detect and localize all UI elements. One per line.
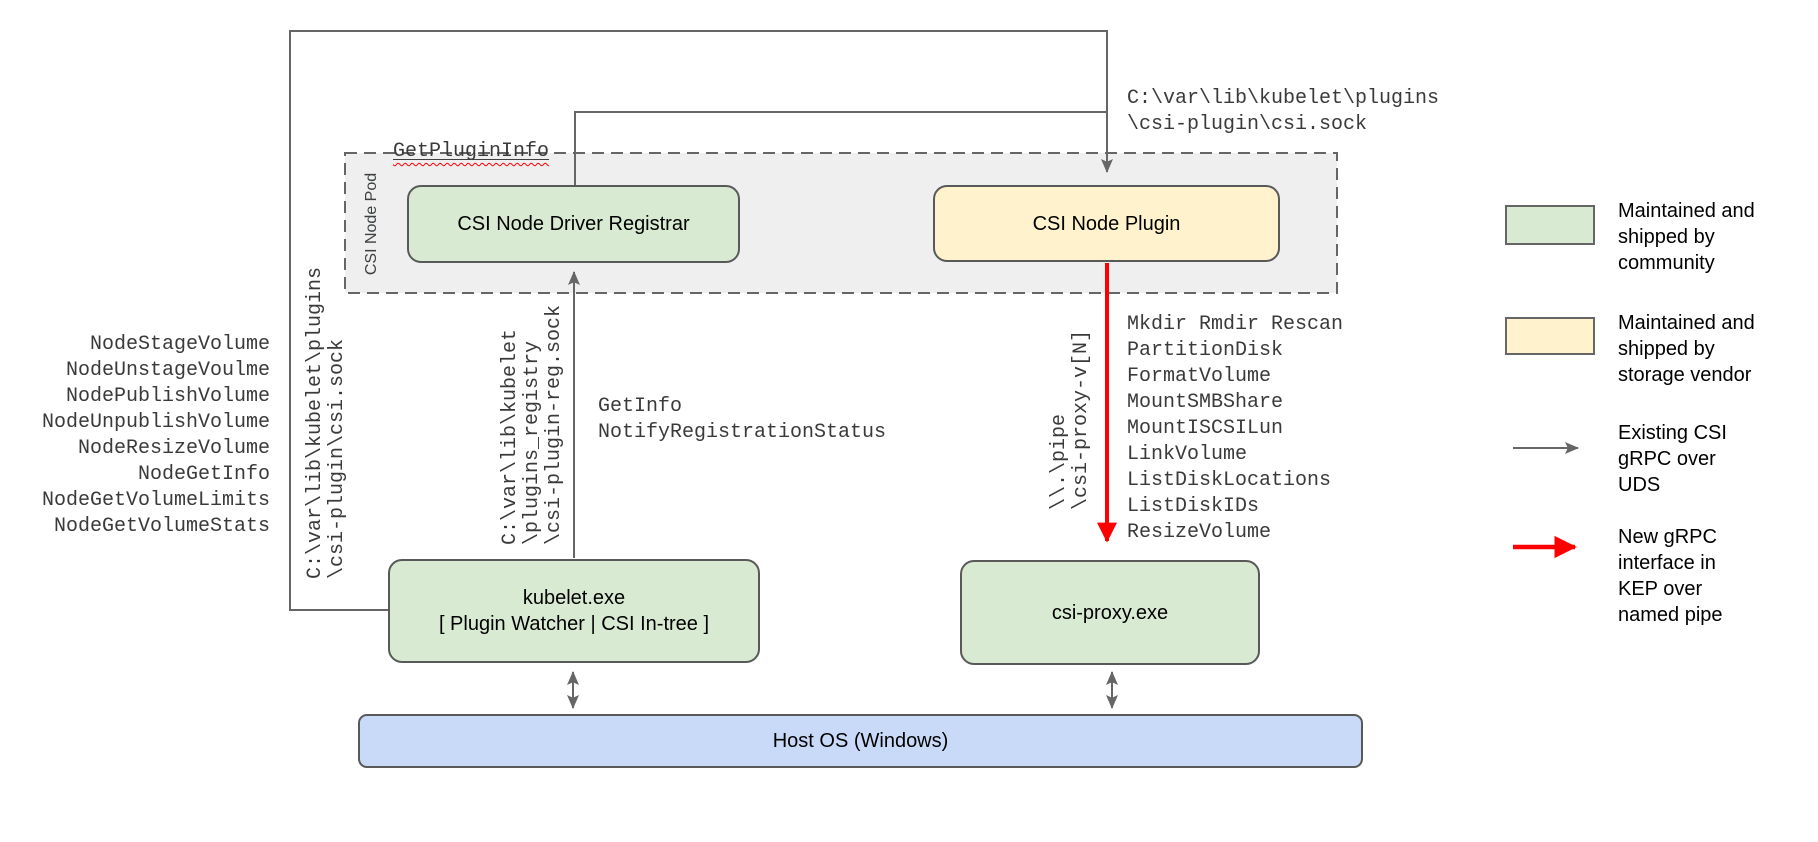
proxy-rpcs-list: Mkdir Rmdir Rescan PartitionDisk FormatV… [1127, 313, 1344, 544]
csi-sock-path-left-label: C:\var\lib\kubelet\plugins \csi-plugin\c… [304, 266, 349, 580]
legend-community-label: Maintained and shipped by community [1618, 200, 1755, 274]
csi-sock-path-top-label: C:\var\lib\kubelet\plugins \csi-plugin\c… [1127, 87, 1440, 136]
csi-proxy-box: csi-proxy.exe [960, 560, 1260, 665]
get-plugin-info-label: GetPluginInfo [393, 113, 549, 165]
csi-node-plugin-box: CSI Node Plugin [933, 185, 1280, 262]
registration-rpcs-label: GetInfo NotifyRegistrationStatus [598, 395, 887, 444]
legend-vendor-label: Maintained and shipped by storage vendor [1618, 312, 1755, 386]
node-rpcs-list: NodeStageVolume NodeUnstageVoulme NodePu… [41, 333, 270, 538]
host-os-box: Host OS (Windows) [358, 714, 1363, 768]
legend-uds-label: Existing CSI gRPC over UDS [1618, 422, 1727, 496]
csi-node-driver-registrar-box: CSI Node Driver Registrar [407, 185, 740, 263]
legend-named-pipe-label: New gRPC interface in KEP over named pip… [1618, 526, 1723, 626]
registration-sock-path-label: C:\var\lib\kubelet \plugins_registry \cs… [499, 304, 566, 546]
legend-vendor-swatch [1505, 317, 1595, 355]
uds-path-kubelet-to-plugin [289, 30, 1113, 611]
named-pipe-path-label: \\.\pipe \csi-proxy-v[N] [1048, 329, 1093, 511]
legend-community-swatch [1505, 205, 1595, 245]
kubelet-box: kubelet.exe [ Plugin Watcher | CSI In-tr… [388, 559, 760, 663]
get-plugin-info-line [574, 111, 1106, 186]
csi-node-pod-label: CSI Node Pod [363, 172, 380, 276]
get-plugin-info-text: GetPluginInfo [393, 140, 550, 163]
